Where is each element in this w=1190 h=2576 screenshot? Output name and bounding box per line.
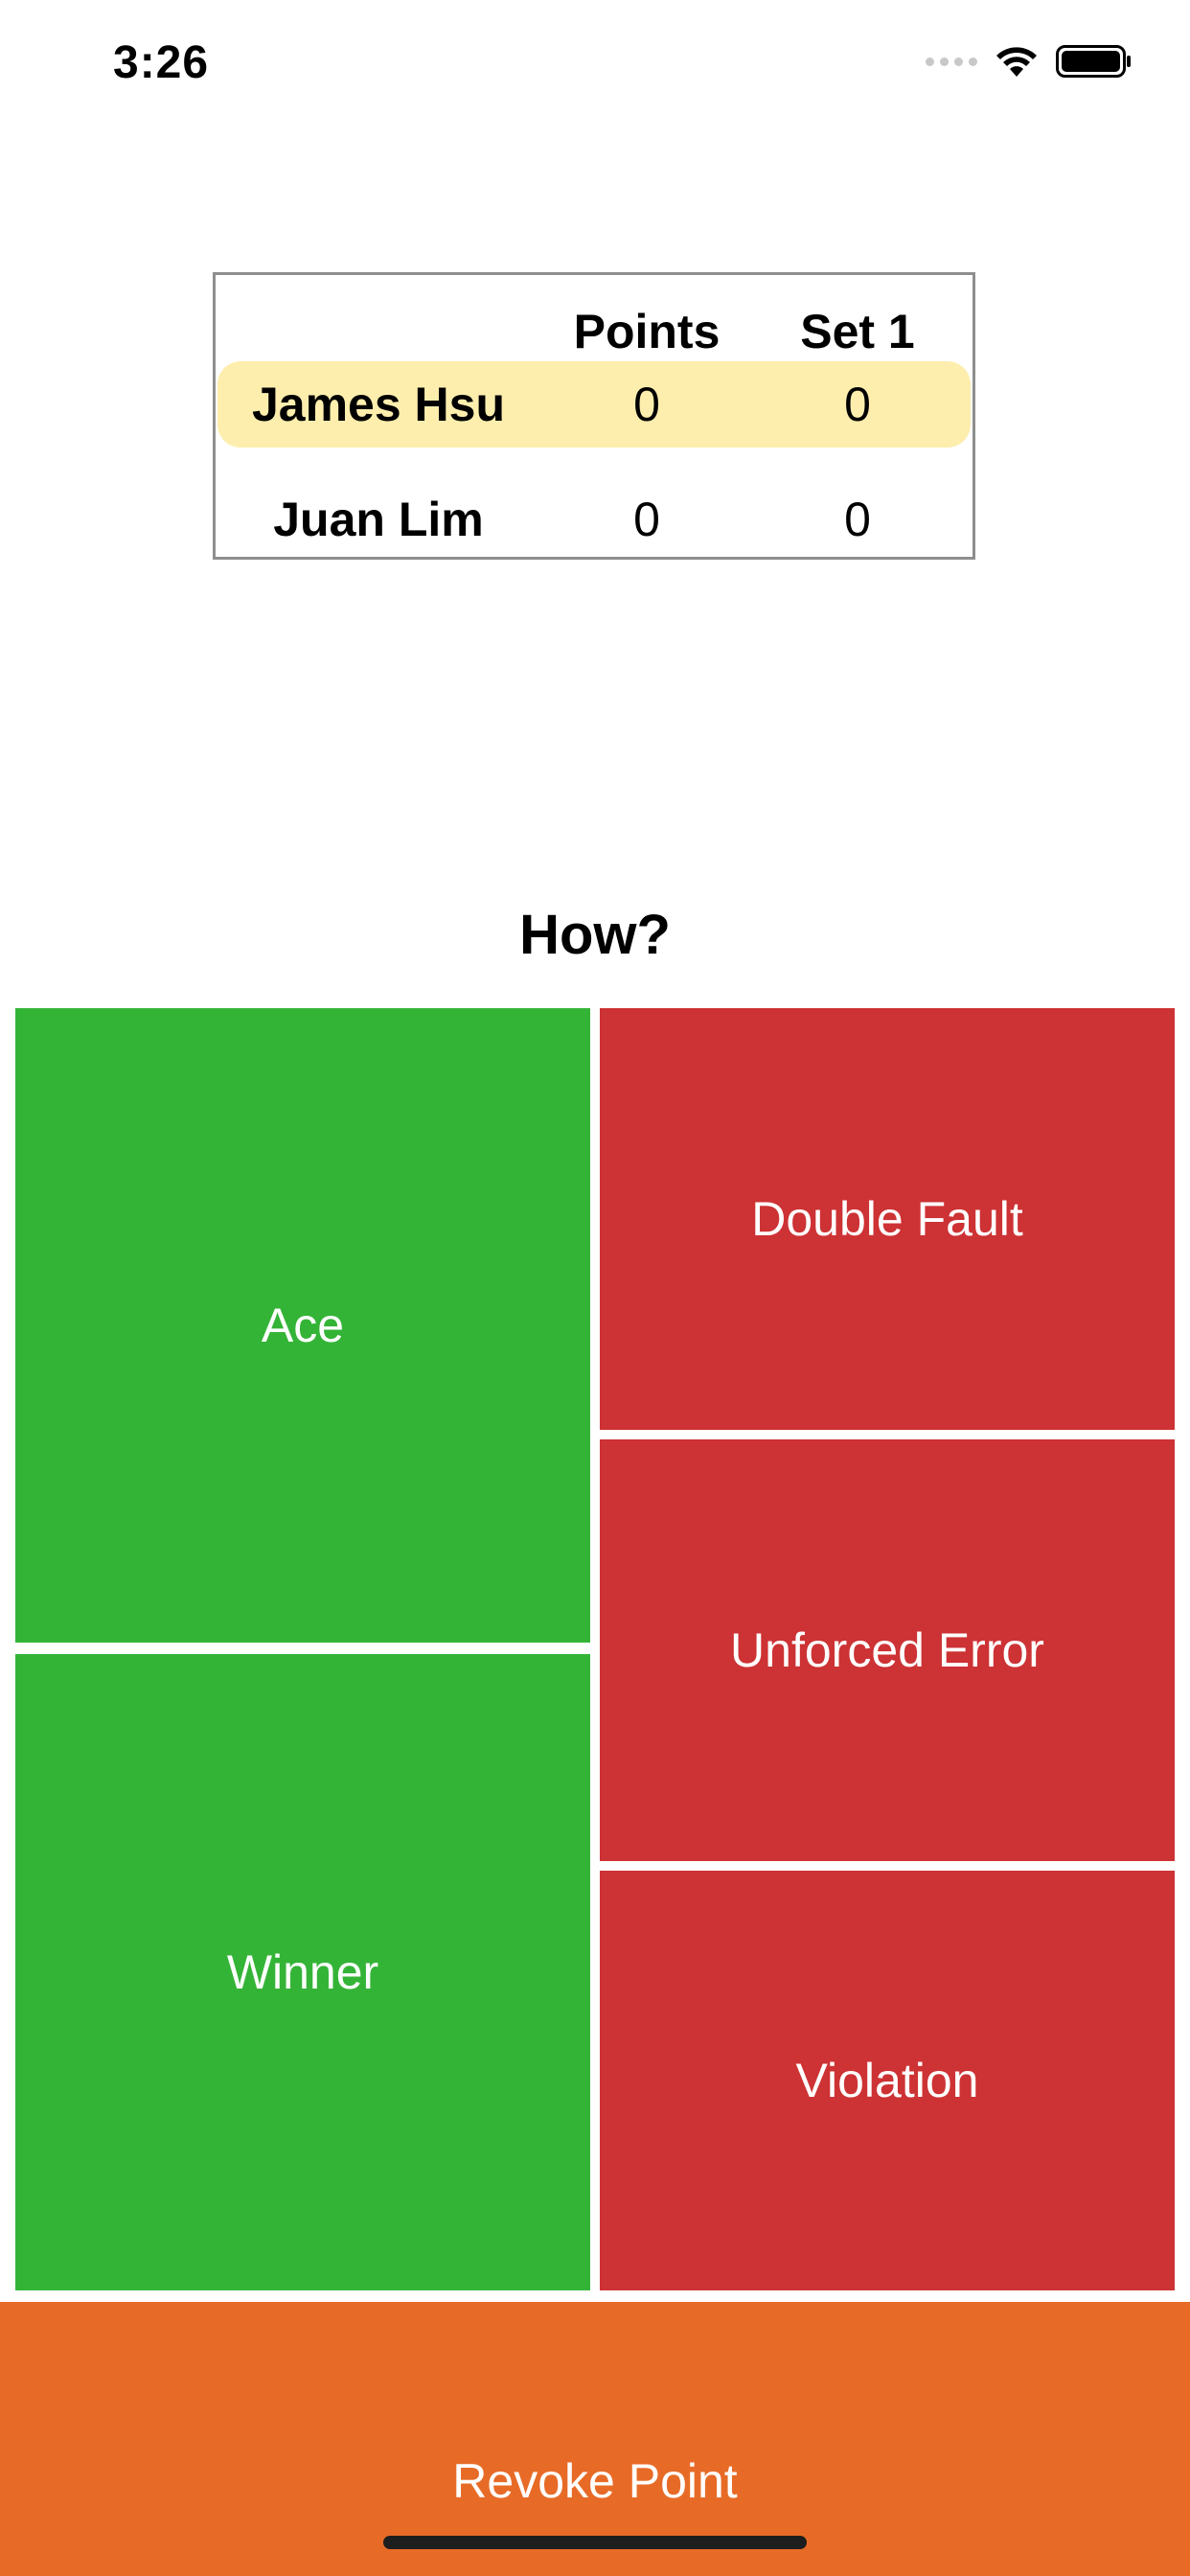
points-column-header: Points <box>573 305 721 358</box>
ace-button[interactable]: Ace <box>15 1008 590 1643</box>
violation-button[interactable]: Violation <box>600 1871 1175 2290</box>
signal-icon <box>926 57 977 66</box>
player-name: James Hsu <box>251 378 506 431</box>
status-time: 3:26 <box>113 37 210 88</box>
player-row-juan-lim: Juan Lim 0 0 <box>216 476 973 563</box>
how-prompt-title: How? <box>519 904 671 966</box>
serving-highlight <box>217 361 971 448</box>
revoke-point-button-label: Revoke Point <box>452 2454 738 2508</box>
player-set1-score: 0 <box>844 378 871 431</box>
winner-button-label: Winner <box>226 1945 379 1999</box>
ace-button-label: Ace <box>261 1299 345 1352</box>
wifi-icon <box>996 47 1037 77</box>
unforced-error-button[interactable]: Unforced Error <box>600 1439 1175 1861</box>
scoreboard: Points Set 1 James Hsu 0 0 Juan Lim 0 0 <box>213 272 975 560</box>
player-name: Juan Lim <box>273 493 484 546</box>
violation-button-label: Violation <box>795 2054 979 2107</box>
unforced-error-button-label: Unforced Error <box>730 1623 1044 1677</box>
revoke-point-button[interactable]: Revoke Point <box>0 2302 1190 2576</box>
home-indicator[interactable] <box>383 2536 807 2549</box>
scoreboard-header: Points Set 1 <box>216 275 973 361</box>
status-icons <box>926 44 1133 79</box>
player-set1-score: 0 <box>844 493 871 546</box>
battery-icon <box>1056 45 1131 78</box>
double-fault-button[interactable]: Double Fault <box>600 1008 1175 1430</box>
player-points: 0 <box>633 378 660 431</box>
player-row-james-hsu: James Hsu 0 0 <box>216 361 973 448</box>
set1-column-header: Set 1 <box>800 305 915 358</box>
double-fault-button-label: Double Fault <box>751 1192 1023 1246</box>
player-points: 0 <box>633 493 660 546</box>
winner-button[interactable]: Winner <box>15 1654 590 2290</box>
